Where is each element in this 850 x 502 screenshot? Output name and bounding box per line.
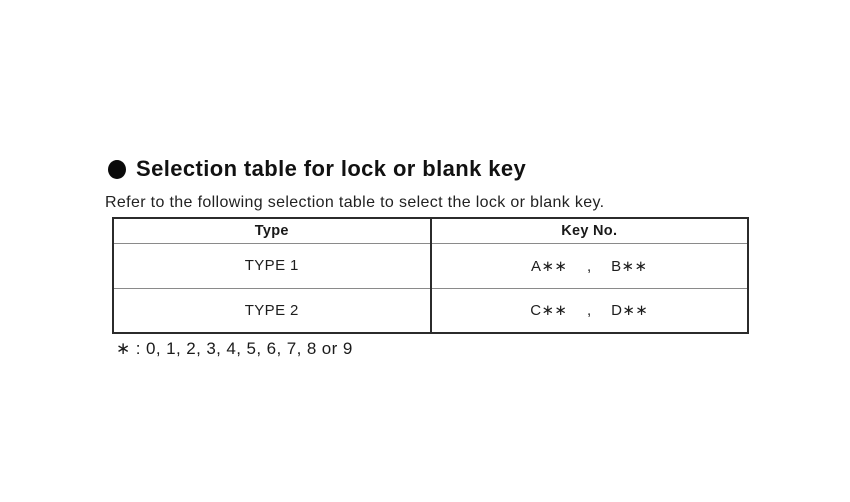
key-no-cell: A∗∗ , B∗∗	[429, 243, 748, 288]
footnote: ∗ : 0, 1, 2, 3, 4, 5, 6, 7, 8 or 9	[116, 339, 353, 358]
column-header-key-no: Key No.	[429, 218, 748, 244]
key-no-cell: C∗∗ , D∗∗	[429, 287, 748, 333]
selection-table: Type Key No. TYPE 1 A∗∗ , B∗∗ TYPE 2 C∗∗…	[112, 217, 749, 334]
table-row: TYPE 1 A∗∗ , B∗∗	[113, 243, 748, 288]
type-cell: TYPE 2	[113, 287, 431, 333]
table-row: TYPE 2 C∗∗ , D∗∗	[113, 287, 748, 333]
section-title: Selection table for lock or blank key	[136, 156, 527, 181]
type-cell: TYPE 1	[244, 257, 299, 274]
bullet-icon	[108, 159, 126, 179]
table-header-row: Type Key No.	[113, 218, 748, 244]
column-header-type: Type	[113, 218, 431, 244]
section-subtitle: Refer to the following selection table t…	[105, 194, 605, 211]
section-heading: Selection table for lock or blank key	[108, 156, 526, 182]
